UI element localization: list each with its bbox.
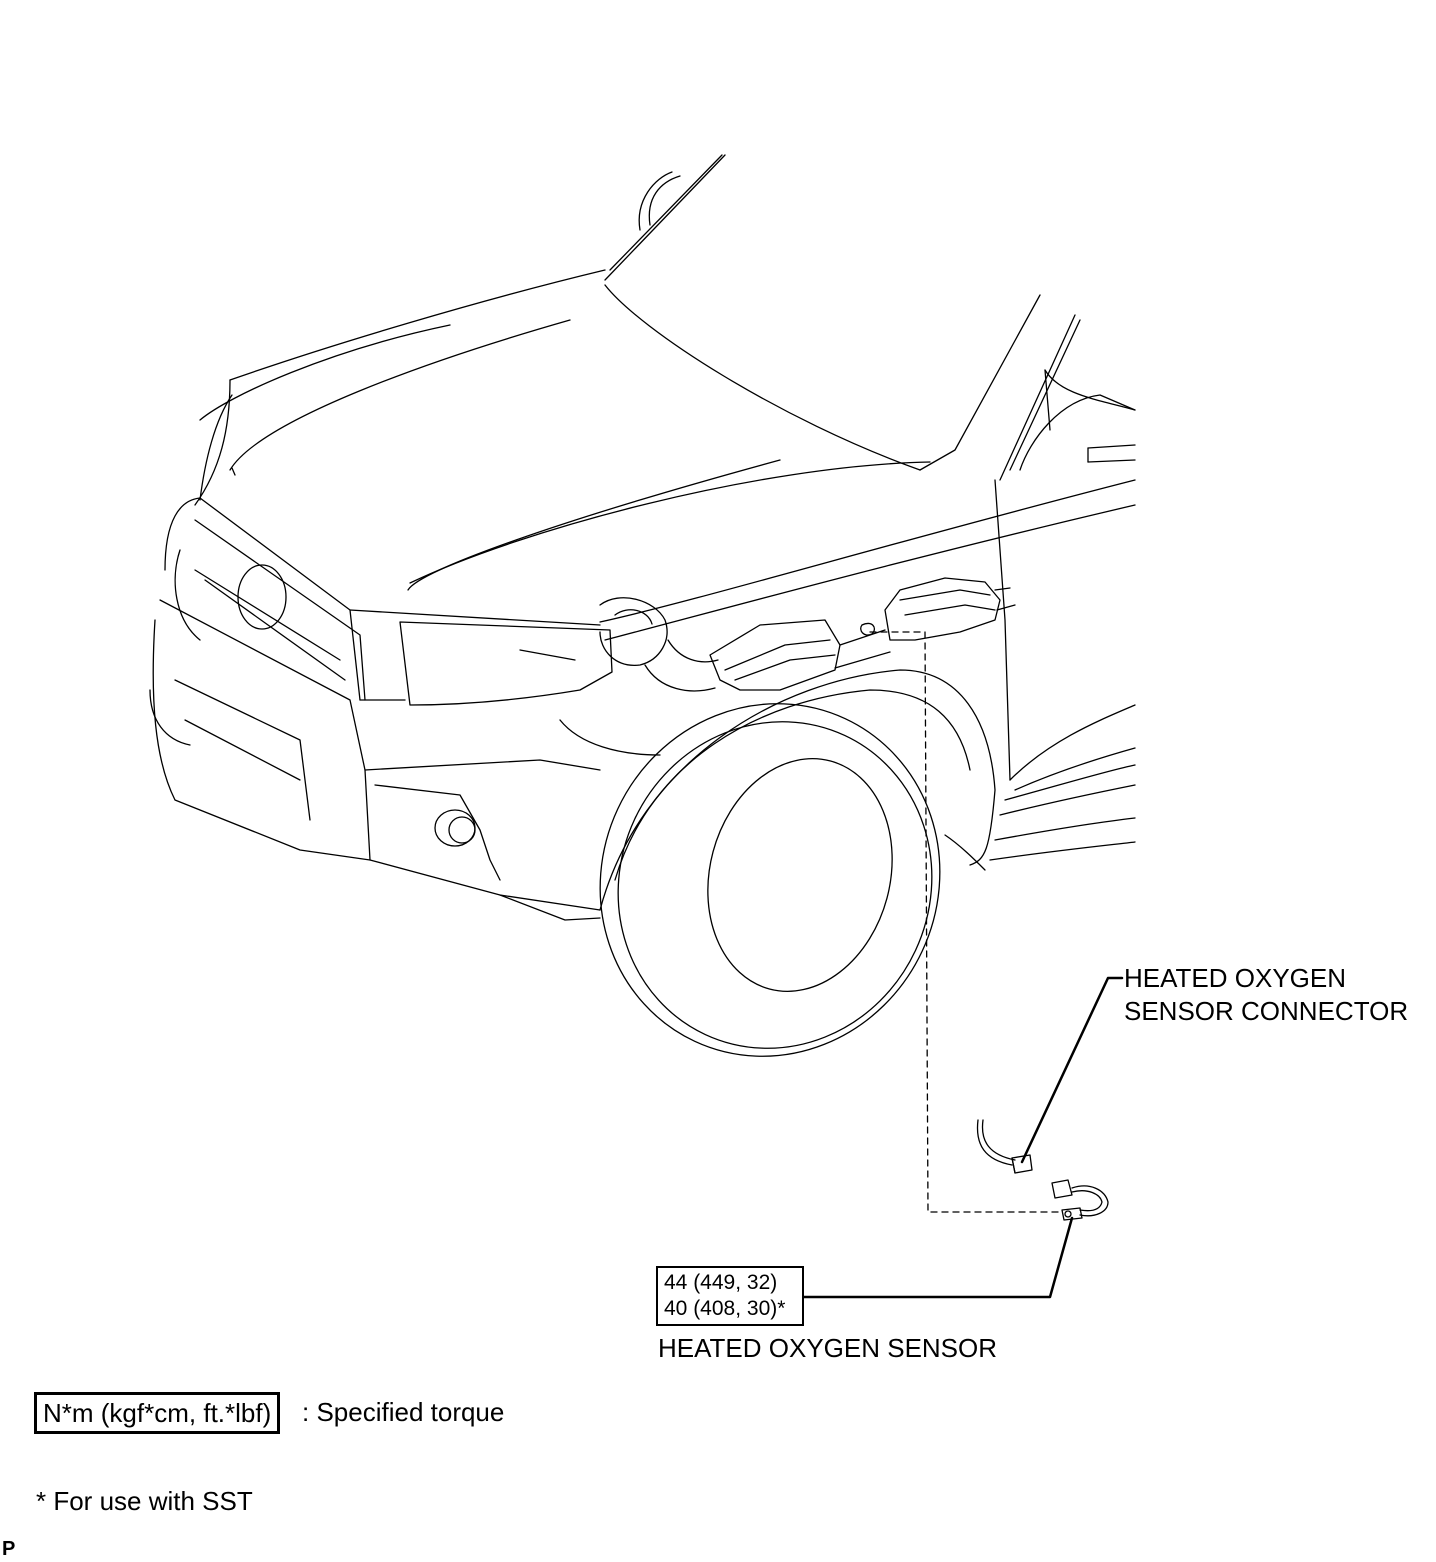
sensor-location-dashed-line [869, 631, 1061, 1213]
connector-leader-line [1020, 976, 1124, 1164]
sensor-callout: HEATED OXYGEN SENSOR [658, 1333, 998, 1363]
corner-mark: P [2, 1538, 16, 1560]
front-end-outline [149, 497, 661, 921]
heated-oxygen-sensor [1051, 1179, 1109, 1221]
torque-spec-box: 44 (449, 32) 40 (408, 30)* [656, 1266, 804, 1326]
hood-outline [194, 269, 931, 591]
torque-legend-description: : Specified torque [302, 1397, 505, 1427]
torque-value-standard: 44 (449, 32) [664, 1271, 778, 1294]
leader-lines [801, 976, 1124, 1299]
connector-callout: HEATED OXYGEN SENSOR CONNECTOR [1124, 962, 1408, 1028]
front-wheel [599, 669, 996, 1057]
body-side-outline [599, 369, 1136, 861]
sensor-leader-line [801, 1216, 1074, 1299]
torque-value-sst: 40 (408, 30)* [664, 1297, 786, 1320]
connector-callout-line1: HEATED OXYGEN [1124, 963, 1347, 993]
sst-footnote: * For use with SST [36, 1486, 253, 1516]
oxygen-sensor-connector [976, 1119, 1033, 1174]
torque-legend-box: N*m (kgf*cm, ft.*lbf) [34, 1392, 281, 1434]
connector-callout-line2: SENSOR CONNECTOR [1124, 996, 1409, 1026]
exhaust-assembly [599, 577, 1016, 692]
windshield-outline [604, 154, 1081, 481]
